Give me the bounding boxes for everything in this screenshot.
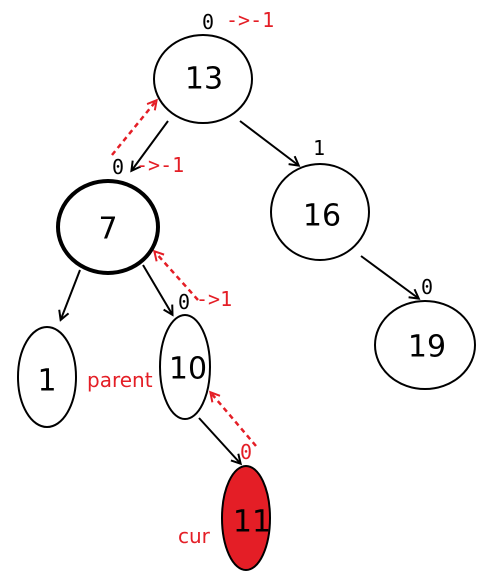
update-arrow-7-13 — [111, 101, 156, 156]
update-arrow-10-7 — [155, 252, 199, 301]
node-13-value: 13 — [185, 62, 223, 97]
node-13: 13 — [153, 34, 253, 124]
edge-7-1 — [61, 269, 81, 319]
node-10-balance: 0 — [178, 290, 190, 314]
cur-pointer-label: cur — [178, 524, 211, 548]
edge-13-16 — [239, 120, 298, 165]
edge-16-19 — [360, 255, 418, 298]
node-16-balance: 1 — [313, 136, 325, 160]
node-7: 7 — [56, 179, 160, 275]
node-19: 19 — [374, 300, 476, 390]
update-arrow-11-10 — [211, 393, 257, 447]
parent-pointer-label: parent — [87, 368, 153, 392]
edge-7-10 — [142, 264, 172, 314]
node-19-balance: 0 — [421, 275, 433, 299]
edge-10-11 — [198, 417, 240, 463]
node-1-value: 1 — [37, 364, 56, 399]
node-11-balance: 0 — [240, 440, 252, 464]
node-1: 1 — [17, 326, 77, 428]
node-13-balance-change: ->-1 — [226, 8, 274, 32]
node-16-value: 16 — [303, 199, 341, 234]
node-7-value: 7 — [98, 212, 117, 247]
node-13-balance: 0 — [202, 10, 214, 34]
node-10-balance-change: ->1 — [196, 287, 232, 311]
node-10-value: 10 — [169, 352, 207, 387]
node-11-value: 11 — [233, 505, 271, 540]
node-7-balance-change: ->-1 — [136, 153, 184, 177]
node-7-balance: 0 — [112, 155, 124, 179]
node-11: 11 — [221, 465, 271, 571]
node-16: 16 — [270, 163, 370, 261]
node-19-value: 19 — [408, 330, 446, 365]
node-10: 10 — [159, 314, 211, 420]
edge-13-7 — [132, 120, 169, 170]
